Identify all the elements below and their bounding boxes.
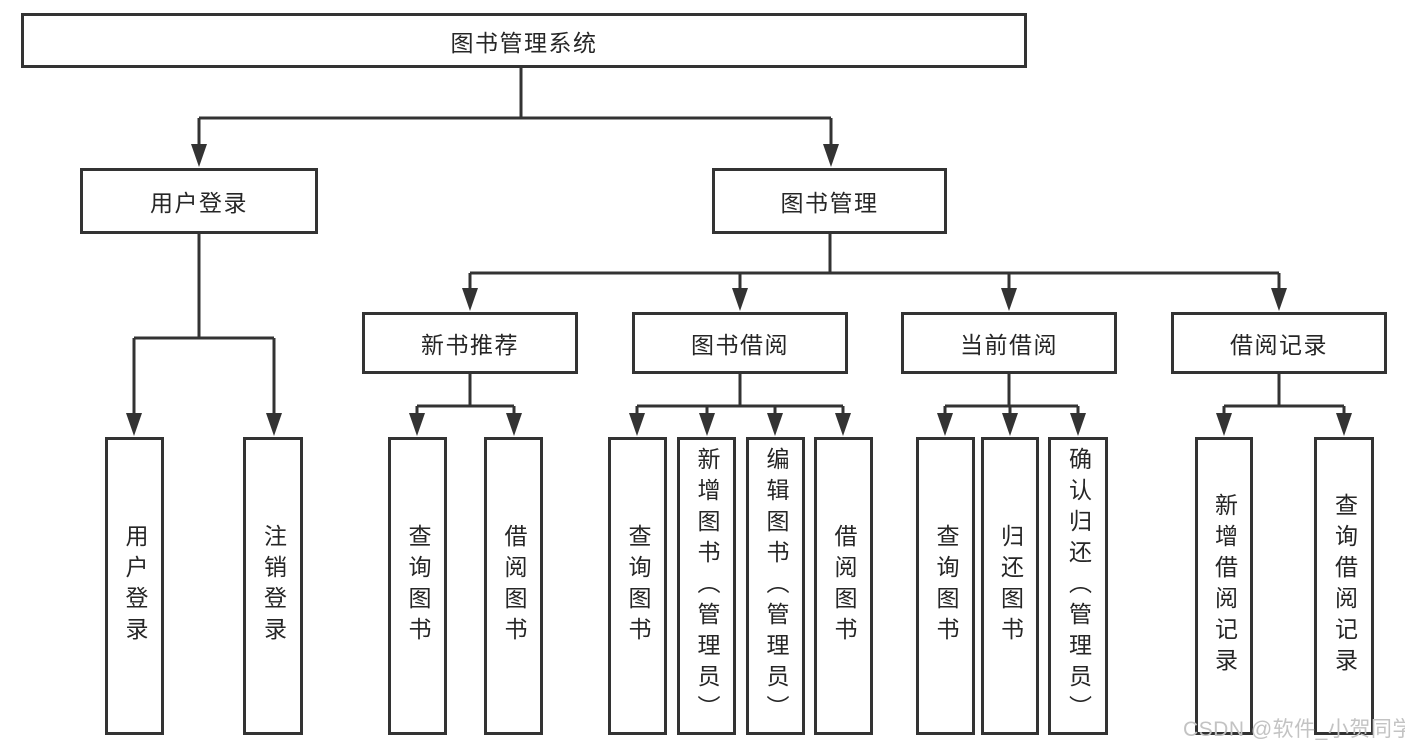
node-book-management-label: 图书管理: [780, 190, 879, 216]
leaf-user-login: 用户登录: [105, 437, 164, 735]
leaf-cb-query-books-label: 查询图书: [933, 524, 959, 648]
leaf-bb-edit-books-label: 编辑图书（管理员）: [763, 446, 789, 726]
csdn-watermark: CSDN @软件_小贺同学: [1183, 718, 1405, 741]
node-book-management: 图书管理: [712, 168, 947, 234]
leaf-bb-query-books-label: 查询图书: [625, 524, 651, 648]
leaf-bb-add-books-label: 新增图书（管理员）: [694, 446, 720, 726]
leaf-logout: 注销登录: [243, 437, 303, 735]
node-book-borrow: 图书借阅: [632, 312, 848, 374]
leaf-nbr-borrow-books: 借阅图书: [484, 437, 543, 735]
leaf-nbr-query-books-label: 查询图书: [405, 524, 431, 648]
leaf-cb-confirm-return-label: 确认归还（管理员）: [1065, 446, 1092, 726]
node-root-label: 图书管理系统: [450, 29, 598, 56]
leaf-bb-borrow-books-label: 借阅图书: [831, 524, 857, 648]
node-borrow-records: 借阅记录: [1171, 312, 1387, 374]
node-current-borrow-label: 当前借阅: [960, 332, 1058, 358]
node-new-book-recommend: 新书推荐: [362, 312, 578, 374]
leaf-nbr-borrow-books-label: 借阅图书: [501, 524, 527, 648]
node-current-borrow: 当前借阅: [901, 312, 1117, 374]
leaf-br-add-record-label: 新增借阅记录: [1211, 493, 1238, 679]
node-user-login-label: 用户登录: [150, 190, 248, 216]
leaf-cb-return-books-label: 归还图书: [997, 524, 1024, 648]
leaf-bb-query-books: 查询图书: [608, 437, 667, 735]
leaf-br-query-record: 查询借阅记录: [1314, 437, 1374, 735]
node-user-login: 用户登录: [80, 168, 318, 234]
leaf-bb-edit-books: 编辑图书（管理员）: [746, 437, 805, 735]
leaf-cb-confirm-return: 确认归还（管理员）: [1048, 437, 1108, 735]
node-book-borrow-label: 图书借阅: [691, 332, 789, 358]
node-new-book-recommend-label: 新书推荐: [421, 332, 519, 358]
leaf-br-add-record: 新增借阅记录: [1195, 437, 1253, 735]
leaf-user-login-label: 用户登录: [122, 524, 148, 648]
node-borrow-records-label: 借阅记录: [1230, 332, 1328, 358]
leaf-nbr-query-books: 查询图书: [388, 437, 447, 735]
leaf-logout-label: 注销登录: [260, 524, 287, 648]
leaf-br-query-record-label: 查询借阅记录: [1331, 493, 1358, 679]
node-root: 图书管理系统: [21, 13, 1027, 68]
leaf-cb-return-books: 归还图书: [981, 437, 1039, 735]
leaf-bb-borrow-books: 借阅图书: [814, 437, 873, 735]
leaf-bb-add-books: 新增图书（管理员）: [677, 437, 736, 735]
leaf-cb-query-books: 查询图书: [916, 437, 975, 735]
